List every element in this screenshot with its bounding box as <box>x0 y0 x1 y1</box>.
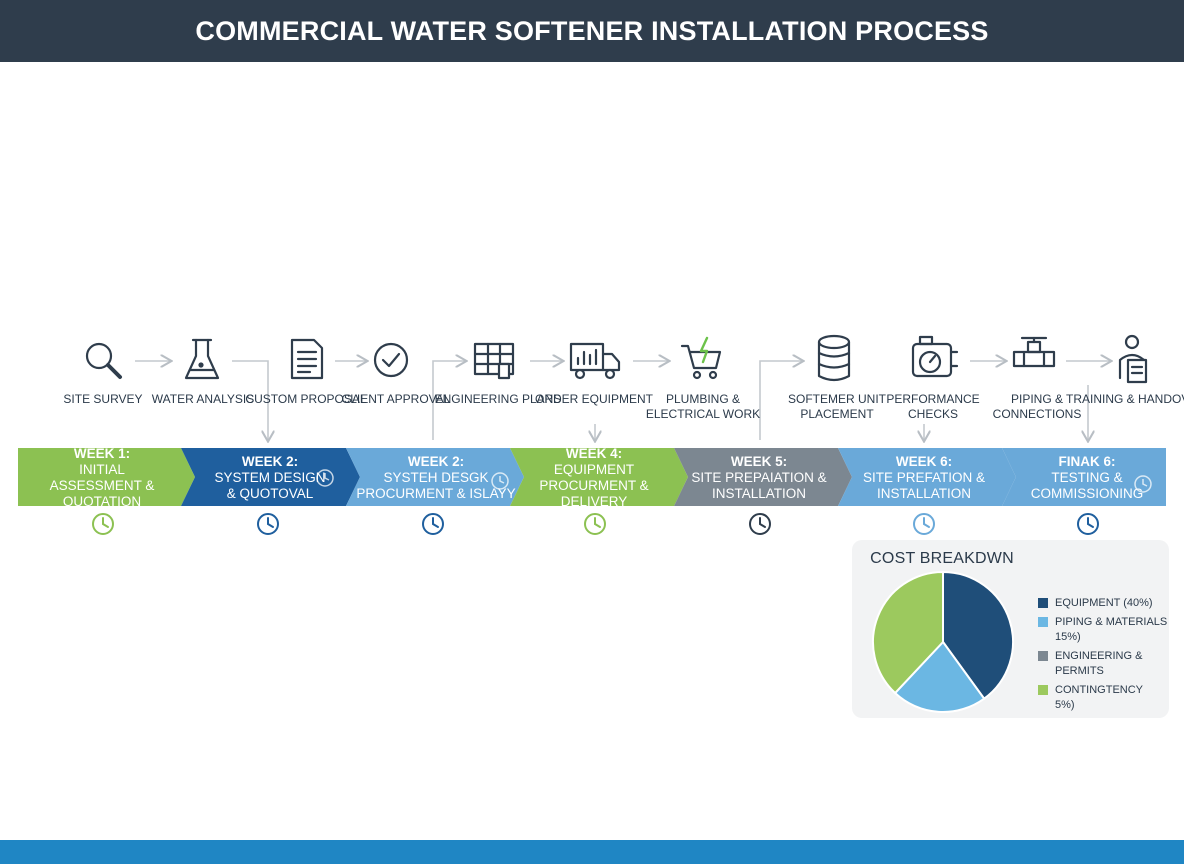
page-title: COMMERCIAL WATER SOFTENER INSTALLATION P… <box>195 15 989 46</box>
step-label-order-equipment: ORDER EQUIPMENT <box>534 392 653 406</box>
checkmark-icon <box>373 342 409 378</box>
week-2-label: WEEK 2:SYSTEM DESIGN & QUOTOVAL <box>185 450 355 506</box>
clock-icon <box>422 513 444 535</box>
week-5-chevron <box>674 448 852 506</box>
week-7-title: FINAK 6: <box>1058 454 1116 469</box>
clock-icon <box>749 513 771 535</box>
pie-slice-1 <box>893 640 986 713</box>
week-timeline-band <box>18 448 1166 506</box>
step-label-custom-proposal: CUSTOM PROPOSAL <box>245 392 367 406</box>
connector-arrow <box>232 360 268 440</box>
week-6-chevron <box>838 448 1016 506</box>
week-5-title: WEEK 5: <box>730 454 788 469</box>
step-label-training-handover: TRAINING & HANDOVER <box>1066 392 1184 406</box>
legend-swatch <box>1038 598 1048 608</box>
clock-icon <box>1077 513 1099 535</box>
legend-label: EQUIPMENT (40%) <box>1055 597 1153 609</box>
week-1-chevron <box>18 448 195 506</box>
step-label-client-approval: CLIENT APPROVAL <box>341 392 451 406</box>
clock-icon <box>92 513 114 535</box>
week-1-label: WEEK 1:INITIAL ASSESSMENT & QUOTATION <box>17 446 187 509</box>
clock-icon <box>491 472 509 490</box>
clock-icon <box>257 513 279 535</box>
legend-item-piping: PIPING & MATERIALS 15%) <box>1038 615 1169 645</box>
cost-breakdown-card: COST BREAKDWN EQUIPMENT (40%) PIPING & M… <box>852 540 1169 718</box>
week-6-label: WEEK 6:SITE PREFATION & INSTALLATION <box>839 450 1009 506</box>
week-5-text: SITE PREPAIATION & INSTALLATION <box>691 470 827 501</box>
cost-pie-chart <box>872 570 1014 713</box>
week-clock-row <box>92 513 1099 535</box>
week-4-text: EQUIPMENT PROCURMENT & DELIVERY <box>539 462 649 509</box>
trainer-icon <box>1118 334 1148 384</box>
week-2-chevron <box>181 448 360 506</box>
truck-icon <box>569 342 621 380</box>
legend-label: CONTINGTENCY 5%) <box>1055 684 1143 711</box>
week-2-text: SYSTEM DESIGN & QUOTOVAL <box>214 470 326 501</box>
cost-breakdown-title: COST BREAKDWN <box>870 550 1014 567</box>
week-4-chevron <box>510 448 688 506</box>
week-6-title: WEEK 6: <box>895 454 953 469</box>
pipe-icon <box>1012 336 1056 368</box>
step-label-site-survey: SITE SURVEY <box>63 392 143 406</box>
pie-slice-0 <box>942 570 1014 701</box>
week-7-label: FINAK 6:TESTING & COMMISSIONING <box>1002 450 1172 506</box>
flask-icon <box>184 338 220 380</box>
blueprint-icon <box>473 342 515 380</box>
legend-item-contingency: CONTINGTENCY 5%) <box>1038 683 1169 713</box>
week-1-title: WEEK 1: <box>73 446 131 461</box>
legend-swatch <box>1038 651 1048 661</box>
week-4-label: WEEK 4:EQUIPMENT PROCURMENT & DELIVERY <box>509 446 679 509</box>
header-bar: COMMERCIAL WATER SOFTENER INSTALLATION P… <box>0 0 1184 62</box>
pie-slice-2 <box>872 570 944 695</box>
magnifier-icon <box>85 342 122 379</box>
week-5-label: WEEK 5:SITE PREPAIATION & INSTALLATION <box>674 450 844 506</box>
process-steps-diagram <box>85 334 1148 445</box>
step-label-piping-connections: PIPING & CONNECTIONS <box>992 392 1082 421</box>
step-label-water-analysis: WATER ANALYSIS <box>151 392 255 406</box>
connector-arrow <box>759 361 802 440</box>
clock-icon <box>1134 475 1152 493</box>
document-icon <box>290 338 324 380</box>
tank-icon <box>817 334 851 382</box>
week-7-text: TESTING & COMMISSIONING <box>1030 470 1144 501</box>
week-3-label: WEEK 2:SYSTEH DESGK PROCURMENT & ISLAYY <box>351 450 521 506</box>
step-label-performance-checks: PERFORMANCE CHECKS <box>886 392 980 421</box>
week-3-chevron <box>346 448 524 506</box>
connector-arrow <box>432 361 465 440</box>
legend-label: PIPING & MATERIALS 15%) <box>1055 616 1168 643</box>
week-4-title: WEEK 4: <box>565 446 623 461</box>
clock-icon <box>316 469 334 487</box>
legend-item-engineering: ENGINEERING & PERMITS <box>1038 649 1169 679</box>
cost-legend: EQUIPMENT (40%) PIPING & MATERIALS 15%) … <box>1038 596 1169 717</box>
legend-swatch <box>1038 685 1048 695</box>
legend-item-equipment: EQUIPMENT (40%) <box>1038 596 1169 611</box>
step-label-plumbing-electrical: PLUMBING & ELECTRICAL WORK <box>645 392 761 421</box>
week-3-text: SYSTEH DESGK PROCURMENT & ISLAYY <box>356 470 516 501</box>
week-2-title: WEEK 2: <box>241 454 299 469</box>
footer-bar <box>0 840 1184 864</box>
cart-icon <box>680 336 722 380</box>
step-label-softener-placement: SOFTEMER UNIT PLACEMENT <box>788 392 886 421</box>
legend-swatch <box>1038 617 1048 627</box>
week-3-title: WEEK 2: <box>407 454 465 469</box>
gauge-icon <box>911 335 959 378</box>
week-1-text: INITIAL ASSESSMENT & QUOTATION <box>49 462 155 509</box>
legend-label: ENGINEERING & PERMITS <box>1055 650 1143 677</box>
clock-icon <box>584 513 606 535</box>
clock-icon <box>913 513 935 535</box>
step-label-engineering-plans: ENGINEERING PLANS <box>434 392 562 406</box>
week-6-text: SITE PREFATION & INSTALLATION <box>862 470 986 501</box>
week-7-chevron <box>1002 448 1166 506</box>
